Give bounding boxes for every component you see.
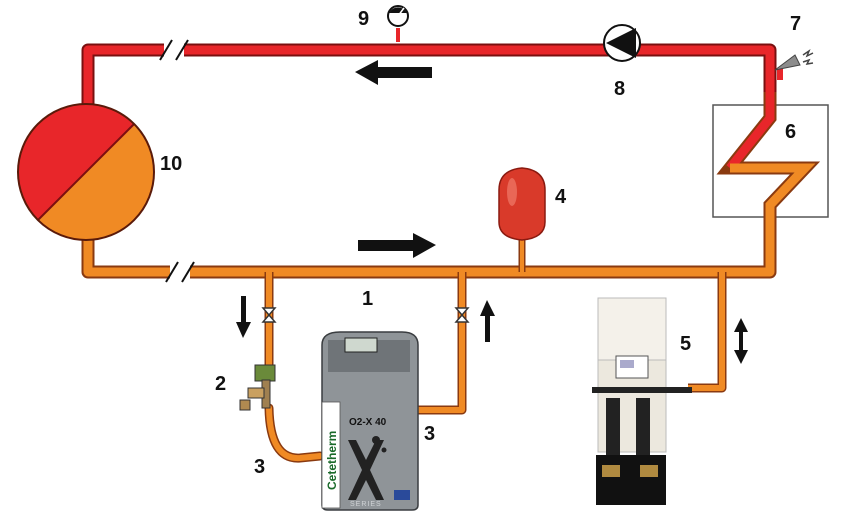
cold-pipe (81, 198, 777, 463)
hot-pipe (81, 38, 777, 118)
x-logo-icon (348, 436, 387, 500)
heat-exchanger (712, 92, 829, 230)
label-4: 4 (555, 186, 567, 208)
label-6: 6 (785, 121, 796, 143)
expansion-vessel (498, 167, 546, 241)
device-brand: Cetetherm (325, 431, 339, 490)
label-3-right: 3 (424, 423, 435, 445)
arrow-up-icon (480, 300, 495, 342)
label-3-left: 3 (254, 456, 265, 478)
valve-right[interactable] (454, 307, 470, 323)
storage-tank (17, 103, 155, 241)
label-7: 7 (790, 13, 801, 35)
pump-icon (603, 24, 641, 62)
degasser-unit: Cetetherm O2-X 40 SERIES (321, 331, 419, 511)
pressurisation-unit (592, 297, 692, 505)
arrow-updown-icon (734, 318, 748, 364)
label-10: 10 (160, 153, 182, 175)
dosing-unit (239, 364, 276, 411)
label-8: 8 (614, 78, 625, 100)
label-9: 9 (358, 8, 369, 30)
label-2: 2 (215, 373, 226, 395)
flow-arrow-right-icon (358, 233, 436, 258)
flow-arrow-left-icon (355, 60, 432, 85)
device-series: SERIES (350, 501, 382, 508)
label-5: 5 (680, 333, 691, 355)
pipe-break-bottom (165, 260, 195, 284)
pressure-gauge-icon (387, 5, 409, 42)
device-model: O2-X 40 (349, 417, 387, 428)
arrow-down-icon (236, 296, 251, 338)
pipe-break-top (159, 38, 189, 62)
safety-valve-icon (774, 49, 814, 80)
valve-left[interactable] (261, 307, 277, 323)
label-1: 1 (362, 288, 373, 310)
